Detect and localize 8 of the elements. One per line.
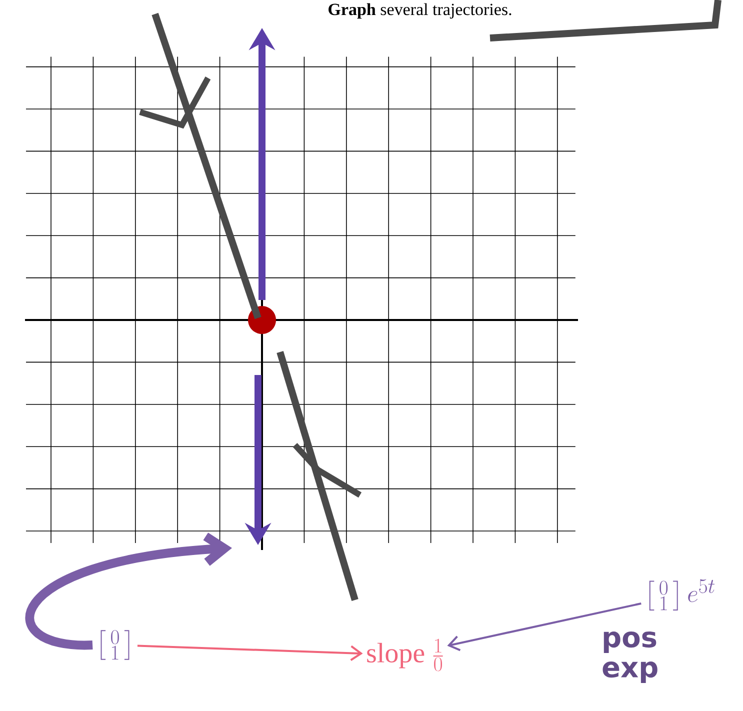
title: Graph several trajectories. [328, 3, 512, 19]
handwritten-note: pos exp [602, 632, 658, 684]
arrow [447, 602, 642, 652]
arrow [137, 644, 363, 661]
arrow [26, 532, 232, 650]
handwritten-formula: $\left[\begin{smallmatrix}0\\1\end{smallmatrix}\right]e^{5t}$ [649, 579, 715, 611]
handwritten-formula: $\left[\begin{smallmatrix}0\\1\end{smallmatrix}\right]$ [100, 630, 130, 660]
handwritten-formula: $\text{slope}\ \frac{1}{0}$ [367, 638, 443, 672]
